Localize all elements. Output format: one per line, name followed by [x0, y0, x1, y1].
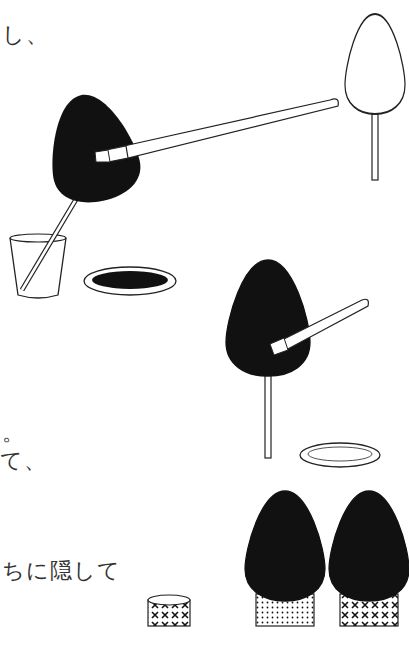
blank-egg [345, 14, 405, 180]
instruction-text: し、 [2, 24, 49, 46]
black-egg-painting [10, 86, 338, 298]
instruction-text: 。 [2, 422, 25, 444]
finished-eggs [148, 491, 409, 626]
instruction-text: て、 [0, 450, 47, 472]
instruction-text: ちに隠して [2, 560, 121, 582]
heart-egg-painting [226, 260, 380, 467]
